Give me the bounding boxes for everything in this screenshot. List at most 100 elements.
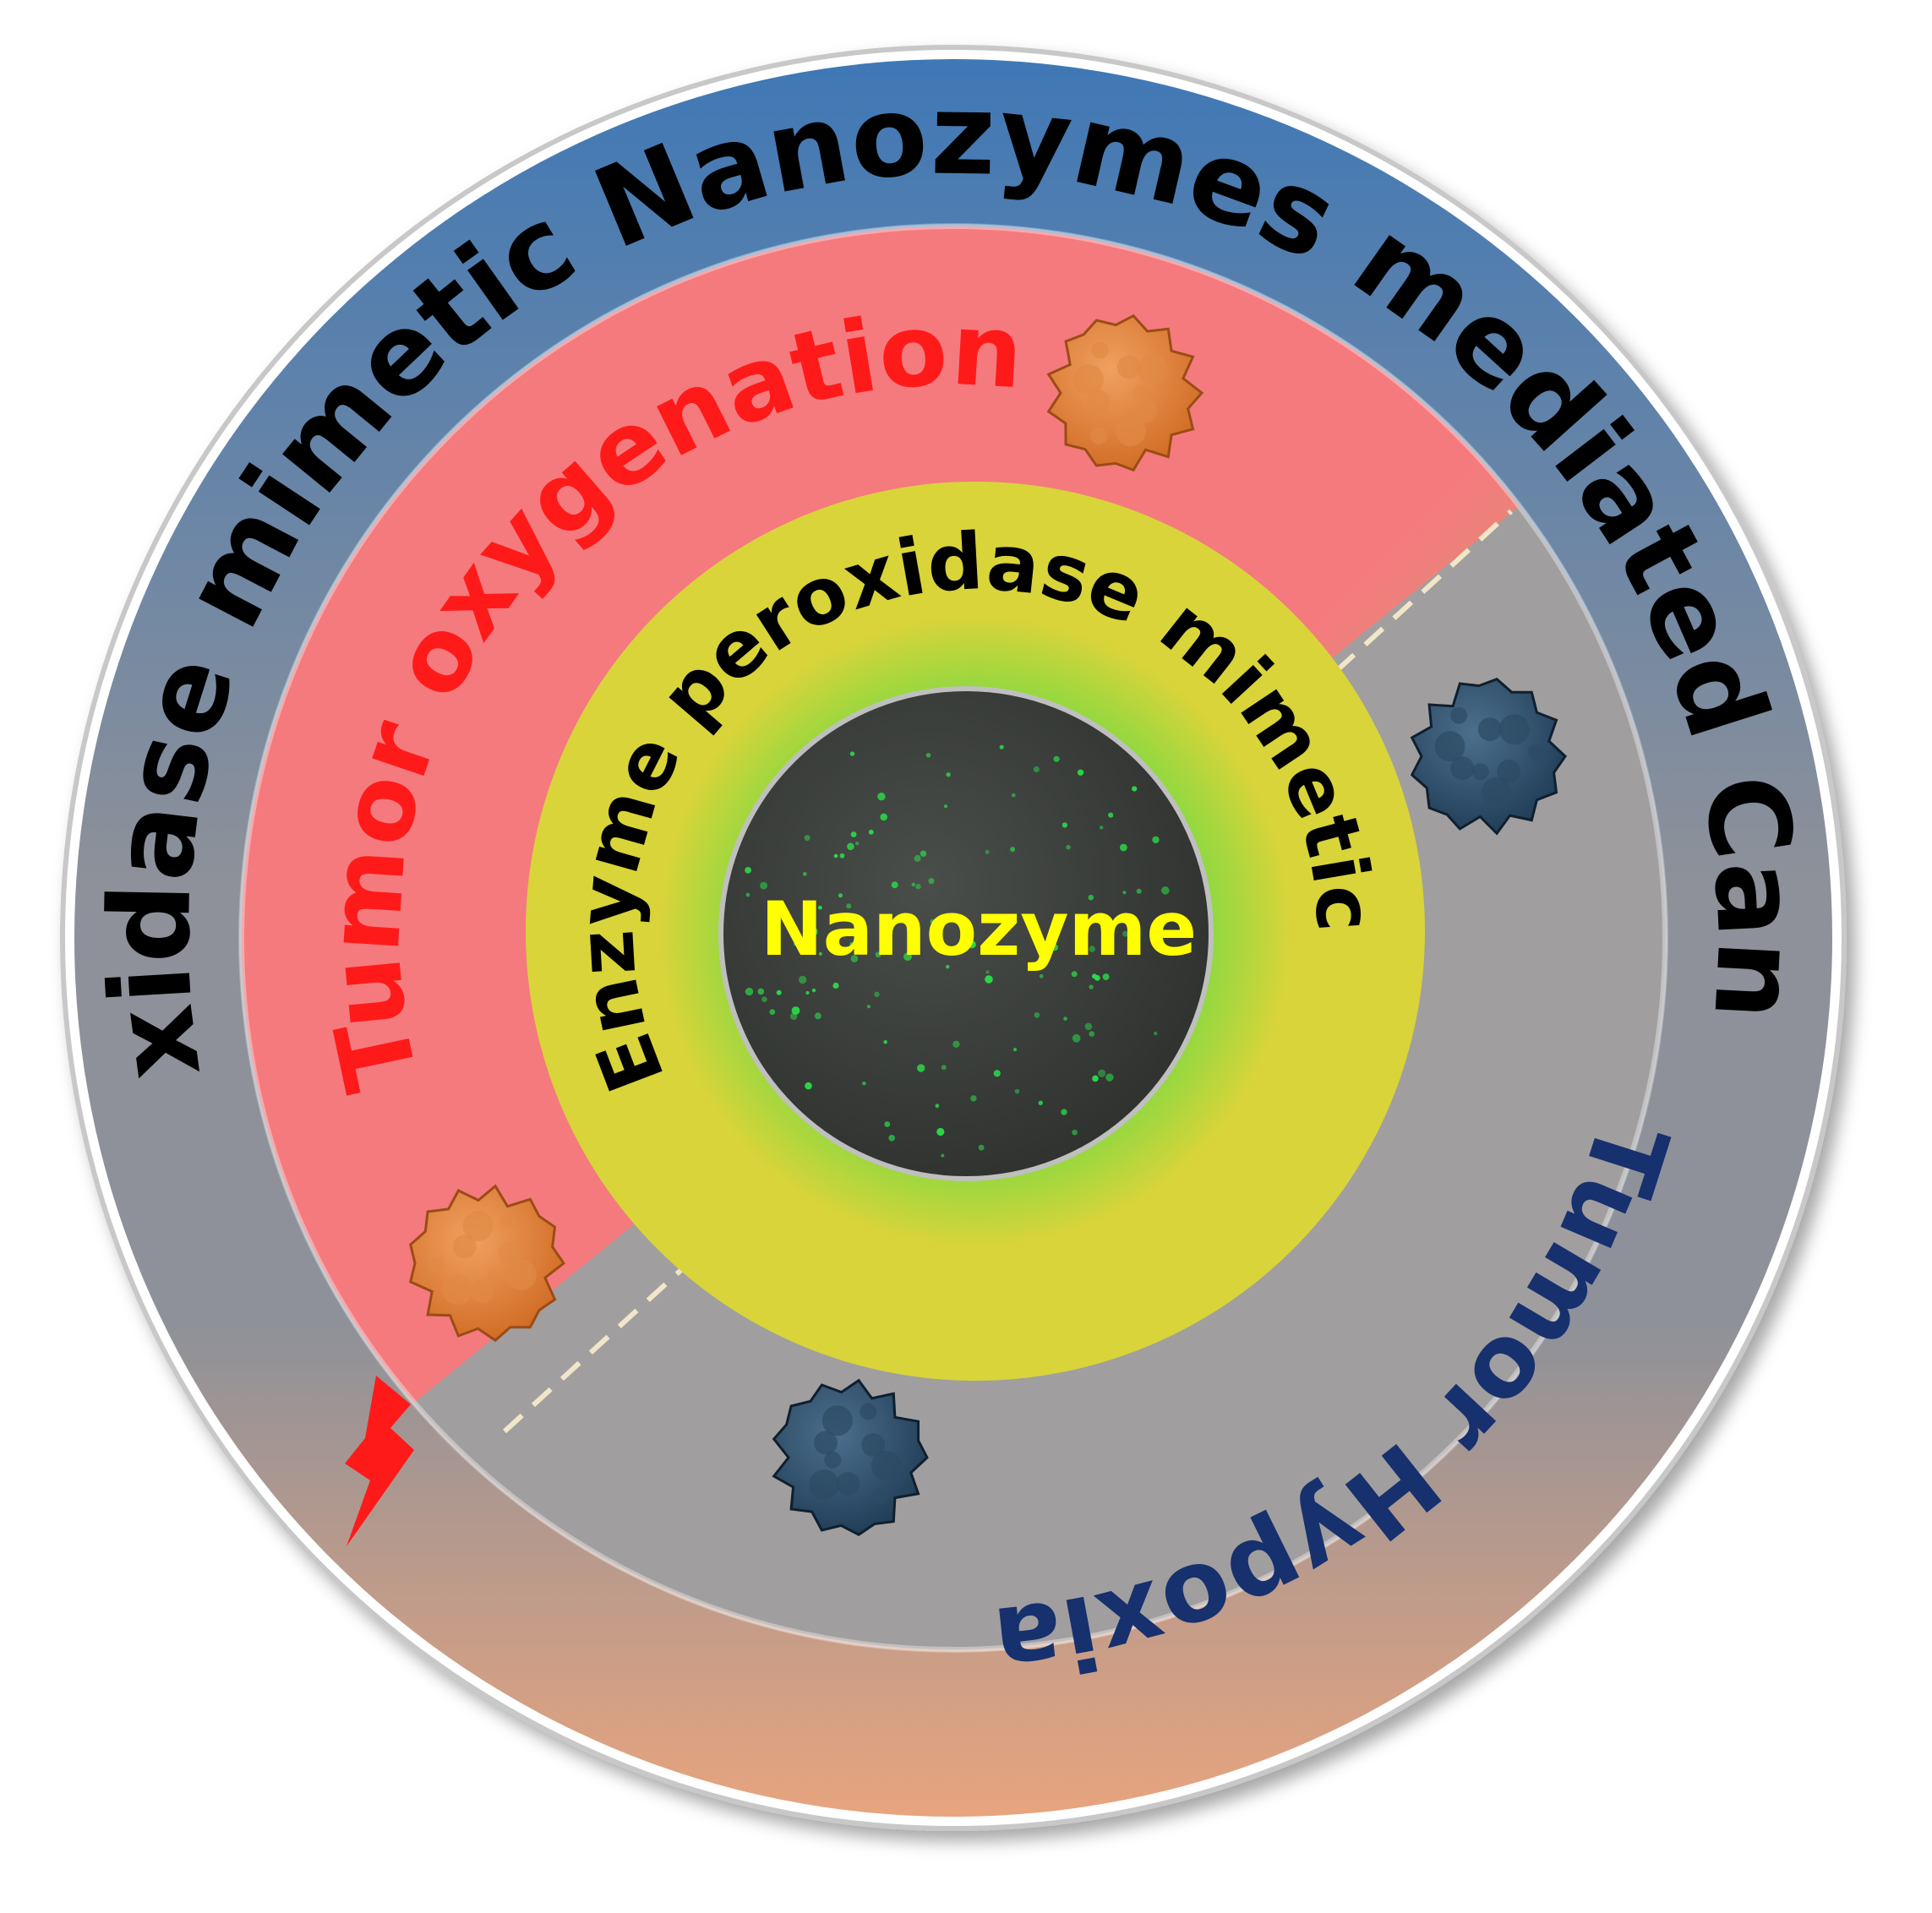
core-dot bbox=[1120, 843, 1127, 852]
core-dot bbox=[999, 744, 1004, 749]
core-dot bbox=[810, 927, 818, 936]
core-dot bbox=[757, 988, 765, 995]
core-dot bbox=[804, 835, 810, 842]
tumor-cell-texture bbox=[1132, 384, 1149, 401]
core-dot bbox=[811, 988, 816, 993]
tumor-cell-texture bbox=[470, 1278, 494, 1303]
core-dot bbox=[1012, 1048, 1018, 1052]
core-dot bbox=[1132, 786, 1138, 792]
nanozyme-core: Nanozyme bbox=[718, 686, 1214, 1181]
core-dot bbox=[850, 831, 857, 837]
tumor-cell-texture bbox=[462, 1211, 494, 1241]
core-dot bbox=[799, 975, 807, 984]
core-dot bbox=[1122, 930, 1128, 937]
core-dot bbox=[793, 941, 798, 946]
core-dot bbox=[1038, 1100, 1044, 1106]
tumor-cell-texture bbox=[1498, 714, 1530, 745]
tumor-cell-body bbox=[1046, 313, 1204, 472]
core-dot bbox=[802, 872, 807, 876]
core-dot bbox=[970, 1095, 977, 1102]
core-dot bbox=[814, 1012, 821, 1020]
core-dot bbox=[935, 1104, 940, 1109]
core-dot bbox=[978, 1144, 985, 1151]
core-dot bbox=[866, 1005, 870, 1009]
core-dot bbox=[1066, 845, 1071, 850]
core-dot bbox=[1152, 836, 1160, 844]
core-dot bbox=[745, 892, 750, 897]
core-dot bbox=[903, 952, 912, 962]
core-dot bbox=[985, 849, 990, 854]
tumor-cell-texture bbox=[486, 1268, 504, 1286]
core-dot bbox=[847, 842, 854, 851]
tumor-cell-texture bbox=[1434, 731, 1465, 762]
core-dot bbox=[1076, 940, 1081, 946]
core-dot bbox=[884, 1121, 891, 1127]
dark-blue-tumor-cell-icon bbox=[772, 1378, 929, 1537]
core-dot bbox=[891, 881, 898, 889]
core-dot bbox=[1072, 1129, 1078, 1136]
core-dot bbox=[771, 933, 779, 940]
core-dots bbox=[745, 744, 1170, 1158]
core-dot bbox=[761, 996, 767, 1002]
tumor-cell-texture bbox=[1450, 756, 1475, 781]
tumor-cell-texture bbox=[861, 1433, 886, 1458]
core-dot bbox=[1089, 1031, 1095, 1037]
core-dot bbox=[1077, 769, 1084, 776]
tumor-cell-texture bbox=[1497, 759, 1521, 783]
core-dot bbox=[946, 965, 950, 969]
core-dot bbox=[833, 853, 838, 858]
core-dot bbox=[1053, 755, 1060, 762]
core-dot bbox=[1014, 1088, 1020, 1094]
core-dot bbox=[862, 1082, 866, 1086]
core-dot bbox=[888, 1135, 895, 1142]
core-dot bbox=[1088, 894, 1094, 901]
core-dot bbox=[839, 853, 845, 858]
core-dot bbox=[914, 854, 921, 862]
core-dot bbox=[930, 918, 936, 924]
tumor-cell-texture bbox=[452, 1234, 477, 1259]
tumor-cell-texture bbox=[836, 1472, 860, 1496]
tumor-cell-texture bbox=[1133, 399, 1158, 423]
tumor-cell-texture bbox=[1477, 717, 1502, 742]
core-dot bbox=[1063, 1016, 1067, 1021]
core-dot bbox=[1136, 888, 1142, 894]
core-dot bbox=[1108, 812, 1114, 818]
tumor-cell-texture bbox=[1482, 777, 1513, 808]
core-dot bbox=[1089, 984, 1094, 989]
core-dot bbox=[1012, 793, 1016, 798]
core-dot bbox=[952, 1040, 960, 1049]
core-dot bbox=[1034, 1012, 1040, 1018]
core-dot bbox=[875, 951, 881, 958]
core-dot bbox=[1010, 847, 1016, 853]
tumor-cell-texture bbox=[870, 1450, 902, 1481]
core-dot bbox=[1102, 973, 1110, 981]
core-dot bbox=[925, 753, 931, 758]
core-dot bbox=[941, 1065, 947, 1071]
core-dot bbox=[1084, 1022, 1093, 1031]
core-dot bbox=[849, 751, 855, 756]
core-dot bbox=[1061, 1109, 1067, 1115]
tumor-cell-texture bbox=[1471, 763, 1489, 781]
core-dot bbox=[1105, 1073, 1114, 1082]
core-dot bbox=[1092, 973, 1097, 979]
core-dot bbox=[1062, 822, 1068, 828]
core-dot bbox=[1033, 766, 1040, 773]
core-dot bbox=[868, 829, 874, 835]
core-dot bbox=[805, 990, 810, 995]
core-dot bbox=[920, 850, 927, 857]
core-dot bbox=[849, 941, 855, 948]
core-dot bbox=[818, 951, 822, 956]
core-dot bbox=[805, 1082, 812, 1090]
core-dot bbox=[985, 970, 990, 974]
core-label: Nanozyme bbox=[761, 886, 1197, 973]
core-dot bbox=[941, 1153, 945, 1158]
core-dot bbox=[769, 1009, 776, 1016]
core-dot bbox=[968, 940, 976, 949]
core-dot bbox=[1051, 944, 1058, 951]
core-dot bbox=[846, 903, 852, 909]
core-dot bbox=[838, 893, 843, 898]
tumor-cell-texture bbox=[824, 1451, 842, 1469]
tumor-cell-texture bbox=[814, 1431, 838, 1455]
